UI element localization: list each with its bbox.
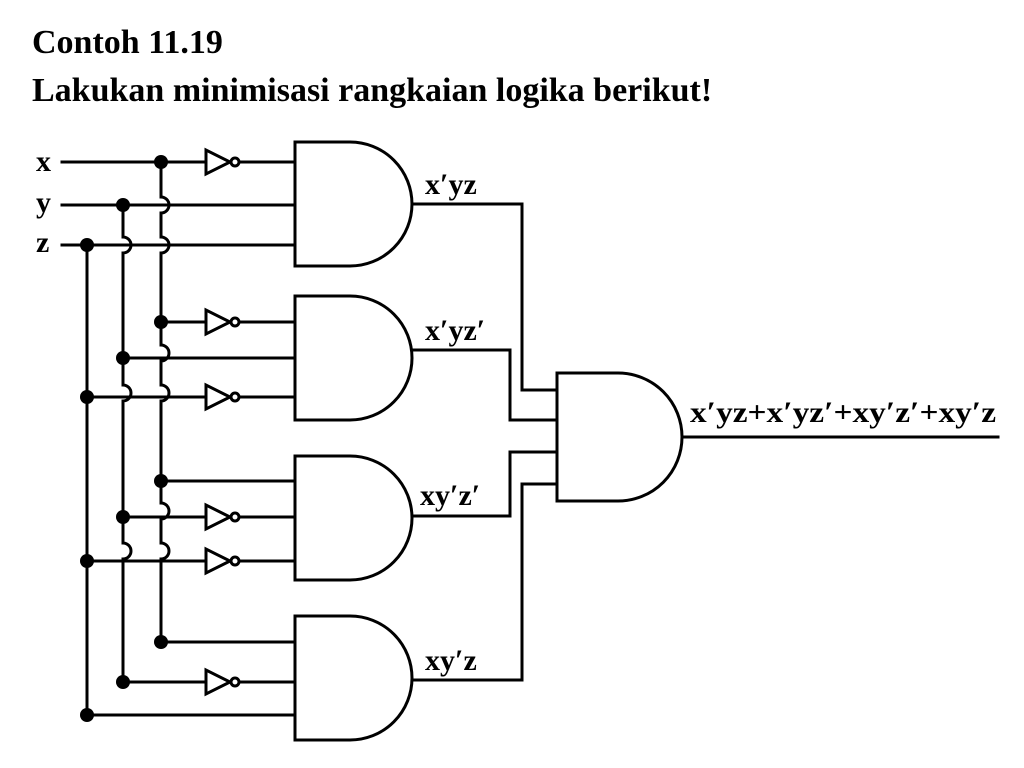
input-label-z: z xyxy=(36,226,49,259)
gate-output-wires xyxy=(410,202,559,682)
not-gate xyxy=(204,546,241,576)
and-gate-1 xyxy=(293,140,414,268)
and-gate-4 xyxy=(293,614,414,742)
bus-y xyxy=(121,203,133,684)
term-label-3: xy′z′ xyxy=(420,479,480,512)
not-gate xyxy=(204,667,241,697)
not-gate xyxy=(204,307,241,337)
not-gate xyxy=(204,502,241,532)
and-gate-2 xyxy=(293,294,414,422)
example-instruction: Lakukan minimisasi rangkaian logika beri… xyxy=(32,72,713,109)
bus-x xyxy=(159,160,171,644)
input-label-y: y xyxy=(36,186,51,219)
term-label-1: x′yz xyxy=(425,168,477,201)
not-gate xyxy=(204,382,241,412)
final-gate xyxy=(555,371,684,503)
example-title: Contoh 11.19 xyxy=(32,24,223,61)
branch-wires xyxy=(85,160,297,717)
and-gate-3 xyxy=(293,454,414,582)
input-label-x: x xyxy=(36,145,51,178)
term-label-2: x′yz′ xyxy=(425,314,485,347)
output-expression-label: x′yz+x′yz′+xy′z′+xy′z xyxy=(690,396,996,429)
not-gate xyxy=(204,147,241,177)
term-label-4: xy′z xyxy=(425,644,477,677)
